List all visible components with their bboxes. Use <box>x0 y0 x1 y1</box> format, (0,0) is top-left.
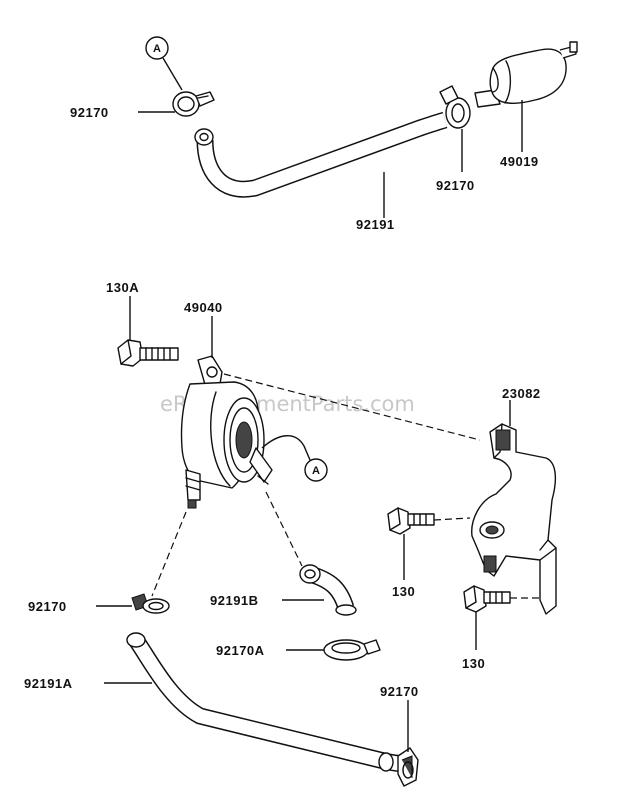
alignment-line-pump-bracket <box>223 373 481 441</box>
label-130-lower: 130 <box>462 656 485 671</box>
bolt-130a <box>117 339 179 367</box>
bolt-130-upper <box>387 507 435 535</box>
label-130a: 130A <box>106 280 139 295</box>
fuel-pump-49040 <box>180 355 273 509</box>
fuel-filter-49019 <box>474 41 578 108</box>
label-92191a: 92191A <box>24 676 73 691</box>
alignment-line-pump-elbow <box>265 491 303 567</box>
bolt-130-lower <box>463 585 511 613</box>
hose-92191b <box>299 564 357 616</box>
reference-marker-a-lower: A <box>261 435 328 482</box>
bracket-23082 <box>471 423 557 615</box>
reference-marker-a-top-text: A <box>153 43 161 55</box>
clamp-top-left <box>172 91 215 117</box>
label-49019: 49019 <box>500 154 539 169</box>
label-92170-mid-left: 92170 <box>28 599 67 614</box>
label-49040: 49040 <box>184 300 223 315</box>
hose-92191 <box>194 111 448 198</box>
label-92170-bottom-right: 92170 <box>380 684 419 699</box>
label-130-upper: 130 <box>392 584 415 599</box>
clamp-bottom-right <box>397 747 419 787</box>
clamp-mid-left <box>131 593 170 614</box>
label-92170a: 92170A <box>216 643 265 658</box>
reference-marker-a-lower-text: A <box>312 465 320 477</box>
label-92191b: 92191B <box>210 593 259 608</box>
alignment-line-pump-clamp <box>151 511 187 597</box>
label-92170-top-left: 92170 <box>70 105 109 120</box>
clamp-top-right <box>439 85 471 129</box>
label-92191: 92191 <box>356 217 395 232</box>
clamp-92170a <box>323 639 381 661</box>
label-23082: 23082 <box>502 386 541 401</box>
label-92170-top-right: 92170 <box>436 178 475 193</box>
alignment-line-bolt-upper <box>433 517 471 521</box>
reference-marker-a-top: A <box>145 36 183 91</box>
